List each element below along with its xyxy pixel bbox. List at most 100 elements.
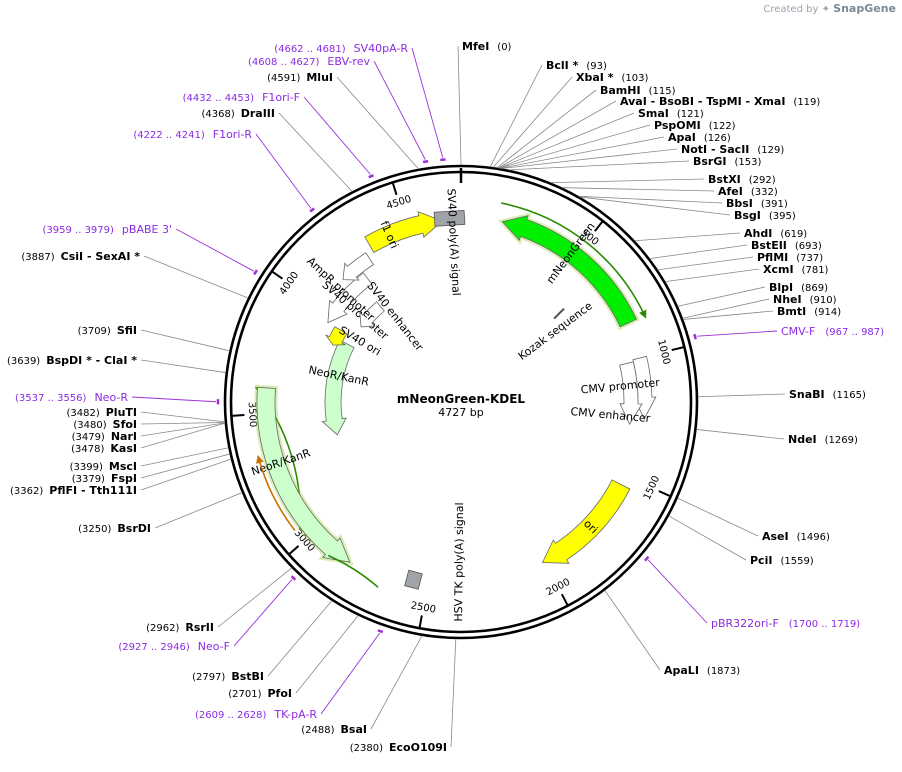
- site-name: BsrDI: [117, 522, 151, 535]
- leader-line: [490, 65, 542, 167]
- site-position: (2380): [350, 743, 383, 754]
- tick-label: 1000: [655, 338, 672, 365]
- leader-line: [371, 636, 422, 729]
- site-position: (3250): [78, 524, 111, 535]
- primer-name: EBV-rev: [327, 55, 370, 68]
- tick-label: 1500: [642, 474, 662, 502]
- site-name: ApaLI: [664, 664, 699, 677]
- leader-line: [141, 423, 225, 424]
- primer-range: (4662 .. 4681): [274, 44, 346, 55]
- site-label: XbaI *(103): [576, 71, 648, 84]
- leader-line: [658, 257, 753, 270]
- primer-name: Neo-F: [198, 640, 230, 653]
- leader-line: [678, 498, 758, 536]
- primer-mark: [292, 576, 296, 580]
- site-position: (4591): [267, 73, 300, 84]
- primer-mark: [310, 208, 314, 211]
- site-name: NarI: [111, 430, 137, 443]
- site-label: (2488)BsaI: [301, 723, 367, 736]
- primer-label: CMV-F (967 .. 987): [781, 325, 884, 338]
- hsv-tk-polya-box: [405, 570, 423, 589]
- primer-name: CMV-F: [781, 325, 815, 338]
- site-position: (1559): [780, 556, 813, 567]
- site-label: NdeI(1269): [788, 433, 858, 446]
- site-position: (693): [795, 241, 822, 252]
- leader-line: [497, 90, 596, 168]
- tick-mark: [289, 546, 299, 555]
- site-label: (3479)NarI: [72, 430, 137, 443]
- leader-line: [451, 639, 456, 747]
- site-position: (129): [757, 145, 784, 156]
- site-label: BsgI(395): [734, 209, 796, 222]
- site-position: (122): [709, 121, 736, 132]
- site-position: (737): [796, 253, 823, 264]
- site-position: (153): [734, 157, 761, 168]
- site-label: BsrGI (153): [693, 155, 761, 168]
- tick-mark: [231, 415, 244, 416]
- site-position: (1873): [707, 666, 740, 677]
- primer-mark: [423, 161, 428, 162]
- leader-line: [141, 360, 226, 373]
- site-label: XcmI(781): [763, 263, 829, 276]
- leader-line: [678, 287, 765, 306]
- site-label: (3887)CsiI - SexAI *: [21, 250, 140, 263]
- site-name: MluI: [306, 71, 333, 84]
- primer-mark: [254, 270, 257, 274]
- primer-range: (2609 .. 2628): [195, 710, 267, 721]
- site-label: ApaLI (1873): [664, 664, 740, 677]
- site-position: (3399): [70, 462, 103, 473]
- leader-line: [499, 125, 650, 168]
- primer-range: (2927 .. 2946): [118, 642, 190, 653]
- site-name: MfeI: [462, 40, 489, 53]
- primer-label: (2609 .. 2628)TK-pA-R: [195, 708, 317, 721]
- site-position: (1165): [833, 390, 866, 401]
- primer-leader: [256, 134, 311, 208]
- site-position: (3709): [78, 326, 111, 337]
- primer-mark: [645, 557, 648, 561]
- site-position: (1496): [797, 532, 830, 543]
- primer-mark: [378, 630, 383, 632]
- primer-leader: [132, 397, 216, 402]
- primer-name: F1ori-F: [262, 91, 300, 104]
- site-position: (3478): [71, 444, 104, 455]
- primer-range: (1700 .. 1719): [789, 619, 861, 630]
- tick-mark: [393, 182, 397, 194]
- primer-range: (967 .. 987): [825, 327, 884, 338]
- leader-line: [141, 330, 230, 351]
- leader-line: [144, 256, 248, 298]
- site-position: (2797): [192, 672, 225, 683]
- leader-line: [562, 188, 714, 191]
- site-position: (869): [801, 283, 828, 294]
- ampr-promoter-arrow: [343, 253, 373, 280]
- site-name: SfoI: [113, 418, 137, 431]
- primer-name: pBABE 3': [122, 223, 172, 236]
- primer-leader: [412, 48, 443, 158]
- leader-line: [551, 179, 704, 183]
- site-name: NdeI: [788, 433, 817, 446]
- site-position: (2701): [228, 689, 261, 700]
- leader-line: [458, 46, 461, 165]
- site-position: (3379): [72, 474, 105, 485]
- primer-label: (3537 .. 3556)Neo-R: [15, 391, 128, 404]
- site-label: (3362)PflFI - Tth111I: [10, 484, 137, 497]
- leader-line: [499, 113, 634, 168]
- primer-range: (4608 .. 4627): [248, 57, 320, 68]
- sv40-polya-label: SV40 poly(A) signal: [445, 188, 463, 296]
- site-position: (332): [751, 187, 778, 198]
- tick-mark: [562, 594, 568, 606]
- primer-leader: [304, 97, 370, 174]
- leader-line: [141, 423, 225, 448]
- site-name: BsrGI: [693, 155, 726, 168]
- tick-label: 2500: [410, 600, 437, 615]
- site-position: (0): [497, 42, 511, 53]
- leader-line: [509, 161, 689, 170]
- site-label: (4591) MluI: [267, 71, 333, 84]
- site-position: (119): [793, 97, 820, 108]
- primer-label: (4608 .. 4627) EBV-rev: [248, 55, 370, 68]
- leader-line: [141, 412, 225, 422]
- tick-label: 4500: [385, 194, 413, 212]
- site-label: (2962)RsrII: [146, 621, 214, 634]
- kozak-label: Kozak sequence: [516, 299, 595, 363]
- site-name: PluTI: [106, 406, 137, 419]
- site-position: (395): [769, 211, 796, 222]
